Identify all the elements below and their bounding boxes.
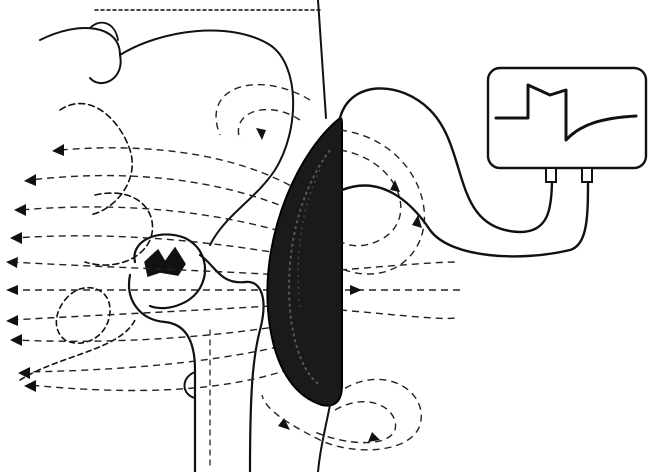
stimulation-coil [267,0,342,472]
fracture-site [145,248,185,276]
pelvis-bone [20,23,293,380]
field-arrowheads [6,128,422,442]
pulse-generator [488,68,646,182]
magnetic-field-lines [10,85,460,450]
